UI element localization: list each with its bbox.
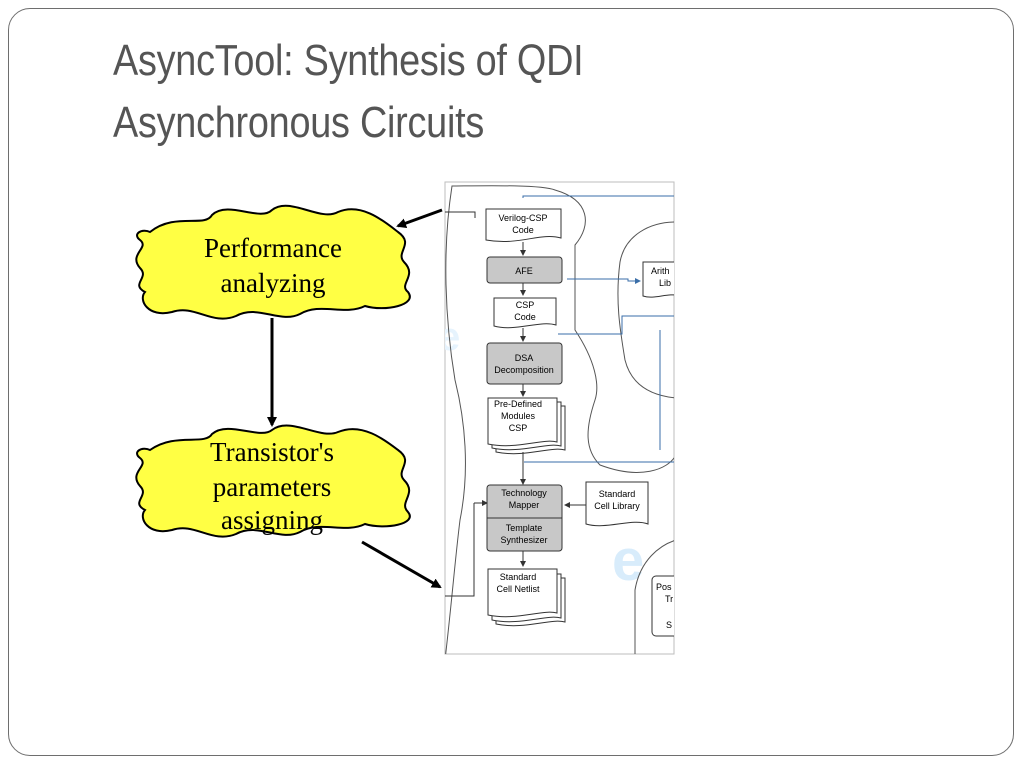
tech-mapper-line2: Mapper — [509, 500, 540, 510]
std-cell-lib-line1: Standard — [599, 489, 636, 499]
arrow-flow-to-performance — [396, 208, 443, 228]
title-line-1: AsyncTool: Synthesis of QDI — [113, 36, 584, 85]
cloud-transistor: Transistor's parameters assigning — [135, 424, 411, 538]
std-cell-lib-line2: Cell Library — [594, 501, 640, 511]
post-line3: S — [666, 620, 672, 630]
cloud-transistor-line1: Transistor's — [210, 437, 334, 467]
flow-panel: e e Verilog-CSP Code — [438, 181, 675, 655]
cloud-performance-shape — [135, 204, 411, 320]
connector-csp-right — [558, 315, 674, 335]
connector-blue-top — [522, 195, 674, 198]
predef-line2: Modules — [501, 411, 536, 421]
afe-label: AFE — [515, 266, 533, 276]
csp-code-line1: CSP — [516, 300, 535, 310]
cloud-performance-line2: analyzing — [221, 268, 326, 298]
cloud-performance-line1: Performance — [204, 233, 342, 263]
group-outline-left — [445, 185, 674, 654]
dsa-line2: Decomposition — [494, 365, 554, 375]
csp-code-line2: Code — [514, 312, 536, 322]
arrow-transistor-to-flow — [361, 540, 442, 589]
connector-feedback-down — [445, 503, 475, 597]
predef-line1: Pre-Defined — [494, 399, 542, 409]
node-arith-lib: Arith Lib — [642, 261, 674, 298]
template-synth-line2: Synthesizer — [500, 535, 547, 545]
tech-mapper-line1: Technology — [501, 488, 547, 498]
node-dsa: DSA Decomposition — [486, 342, 563, 385]
node-std-cell-netlist: Standard Cell Netlist — [487, 568, 566, 627]
netlist-line2: Cell Netlist — [496, 584, 540, 594]
cloud-transistor-line2: parameters — [213, 472, 331, 502]
node-predefined: Pre-Defined Modules CSP — [487, 397, 566, 455]
title-line-2: Asynchronous Circuits — [113, 98, 485, 147]
group-outline-bottom — [634, 540, 674, 654]
watermark-letter-2: e — [438, 315, 460, 359]
post-line1: Pos — [656, 582, 672, 592]
netlist-line1: Standard — [500, 572, 537, 582]
watermark-letter: e — [612, 528, 644, 593]
node-std-cell-lib: Standard Cell Library — [585, 481, 649, 527]
node-verilog-csp: Verilog-CSP Code — [485, 208, 562, 242]
node-post-box: Pos Tr S — [651, 575, 674, 637]
dsa-line1: DSA — [515, 353, 534, 363]
verilog-csp-line2: Code — [512, 225, 534, 235]
node-csp-code: CSP Code — [493, 297, 557, 329]
connector-afe-arith — [567, 278, 641, 284]
connector-feedback-top — [445, 211, 476, 218]
post-line2: Tr — [665, 594, 673, 604]
node-afe: AFE — [486, 256, 563, 284]
arith-line1: Arith — [651, 266, 670, 276]
node-tech-mapper: Technology Mapper Template Synthesizer — [486, 484, 563, 552]
cloud-transistor-shape — [135, 424, 411, 538]
predef-line3: CSP — [509, 423, 528, 433]
slide-title: AsyncTool: Synthesis of QDI Asynchronous… — [113, 30, 801, 154]
arith-line2: Lib — [659, 278, 671, 288]
group-outline-right — [617, 221, 674, 399]
verilog-csp-line1: Verilog-CSP — [498, 213, 547, 223]
cloud-performance: Performance analyzing — [135, 204, 411, 320]
cloud-transistor-line3: assigning — [221, 505, 323, 535]
template-synth-line1: Template — [506, 523, 543, 533]
